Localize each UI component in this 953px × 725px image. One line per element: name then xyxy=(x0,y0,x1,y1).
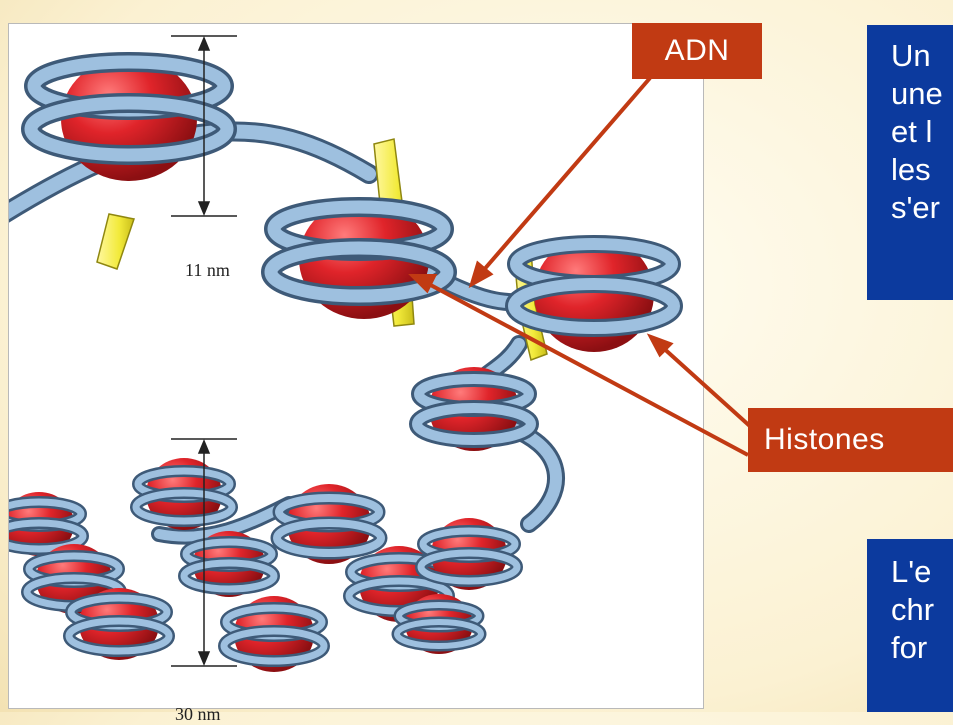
scale-label-30nm: 30 nm xyxy=(175,704,221,725)
text-box-top: Un une et l les s'er xyxy=(867,25,953,300)
illustration-frame: 11 nm 30 nm xyxy=(8,23,704,709)
text-line: Un xyxy=(891,37,953,75)
chromatin-fiber-30nm xyxy=(9,458,517,672)
text-line: une xyxy=(891,75,953,113)
text-line: L'e xyxy=(891,553,953,591)
linker-dna xyxy=(9,131,556,536)
nucleosome-4 xyxy=(417,367,531,451)
text-line: s'er xyxy=(891,189,953,227)
nucleosome-illustration xyxy=(9,24,705,710)
label-adn: ADN xyxy=(632,23,762,79)
text-line: chr xyxy=(891,591,953,629)
text-box-bottom: L'e chr for xyxy=(867,539,953,712)
text-line: et l xyxy=(891,113,953,151)
nucleosome-2 xyxy=(271,199,447,319)
scale-label-11nm: 11 nm xyxy=(185,260,230,281)
text-line: for xyxy=(891,629,953,667)
text-line: les xyxy=(891,151,953,189)
label-histones: Histones xyxy=(748,408,953,472)
nucleosome-1 xyxy=(31,57,227,181)
